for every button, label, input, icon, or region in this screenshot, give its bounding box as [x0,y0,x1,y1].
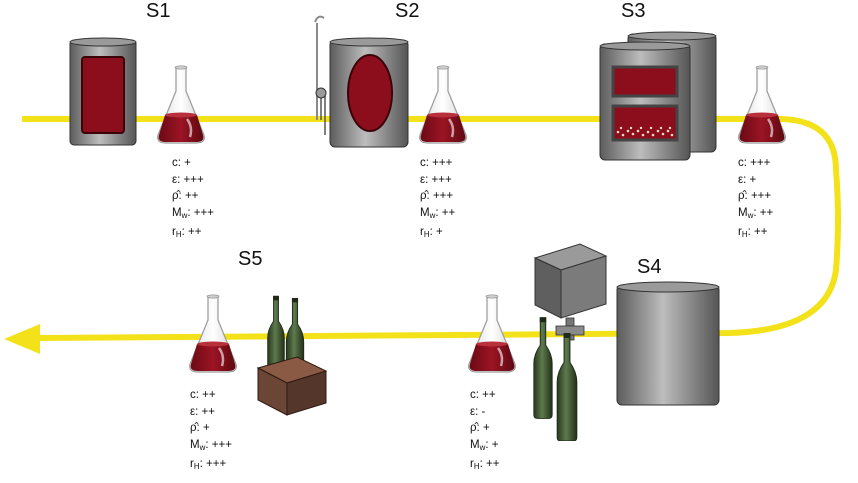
prop-mw: Mw: ++ [738,206,774,220]
prop-rh: rH: +++ [190,458,227,471]
prop-rho: ρ̂: + [190,422,210,434]
prop-epsilon: ε: ++ [190,405,215,418]
prop-epsilon: ε: + [738,173,757,186]
s3-flask [737,65,787,145]
prop-mw-value: +++ [193,206,214,219]
prop-rho-value: +++ [432,190,454,202]
prop-rh-value: ++ [754,226,768,238]
prop-epsilon: ε: +++ [420,173,452,186]
bottling-machine [533,243,608,341]
prop-c: c: + [172,157,191,169]
prop-rh-value: ++ [486,458,500,470]
prop-mw-value: + [491,438,499,451]
s1-tank [69,37,137,146]
props-s5: c: ++ ε: ++ ρ̂: + Mw: +++ rH: +++ [190,387,232,476]
prop-epsilon-value: +++ [183,173,204,186]
s3-tank [599,31,717,161]
prop-c: c: +++ [420,157,453,169]
prop-rh: rH: + [420,226,443,239]
prop-rho: ρ̂: ++ [172,190,199,202]
prop-mw-value: ++ [759,206,774,219]
prop-rh: rH: ++ [172,226,202,239]
prop-c-value: +++ [432,157,453,169]
prop-epsilon-value: - [481,405,486,418]
prop-mw-value: +++ [211,438,232,451]
flow-line [22,116,841,341]
prop-c-value: +++ [750,157,771,169]
prop-c-value: ++ [482,389,496,401]
prop-rho: ρ̂: +++ [738,190,772,202]
prop-mw-value: ++ [441,206,456,219]
props-s4: c: ++ ε: - ρ̂: + Mw: + rH: ++ [470,387,499,476]
prop-epsilon: ε: +++ [172,173,204,186]
stage-label-s1: S1 [146,0,171,22]
props-s2: c: +++ ε: +++ ρ̂: +++ Mw: ++ rH: + [420,155,455,244]
prop-c: c: ++ [470,389,496,401]
s1-flask [156,65,206,145]
props-s1: c: + ε: +++ ρ̂: ++ Mw: +++ rH: ++ [172,155,214,244]
s5-flask [188,294,238,374]
prop-rho-value: ++ [184,190,199,202]
prop-mw: Mw: +++ [172,206,214,220]
s2-flask [418,65,468,145]
prop-rh: rH: ++ [738,226,768,239]
prop-mw: Mw: ++ [420,206,456,220]
stage-label-s4: S4 [637,256,662,278]
flow-arrow-head [4,324,40,354]
prop-rh: rH: ++ [470,458,500,471]
prop-rh-value: +++ [206,458,227,470]
prop-c-value: + [184,157,191,169]
prop-c: c: ++ [190,389,216,401]
prop-c-value: ++ [202,389,216,401]
prop-epsilon-value: ++ [201,405,215,418]
stage-label-s3: S3 [621,0,646,22]
prop-rho-value: + [202,422,210,434]
prop-rho: ρ̂: + [470,422,490,434]
prop-mw: Mw: + [470,438,499,452]
s4-bottle-front [556,333,578,441]
prop-c: c: +++ [738,157,771,169]
prop-rho-value: + [482,422,490,434]
prop-epsilon: ε: - [470,405,486,418]
prop-epsilon-value: + [749,173,757,186]
props-s3: c: +++ ε: + ρ̂: +++ Mw: ++ rH: ++ [738,155,773,244]
wine-crate [256,356,328,416]
prop-rho: ρ̂: +++ [420,190,454,202]
prop-rh-value: + [436,226,443,238]
prop-rho-value: +++ [750,190,772,202]
s4-tank [616,281,720,406]
prop-epsilon-value: +++ [431,173,452,186]
s2-tank [314,15,409,148]
stage-label-s5: S5 [238,248,263,270]
prop-mw: Mw: +++ [190,438,232,452]
prop-rh-value: ++ [188,226,202,238]
stage-label-s2: S2 [395,0,420,22]
